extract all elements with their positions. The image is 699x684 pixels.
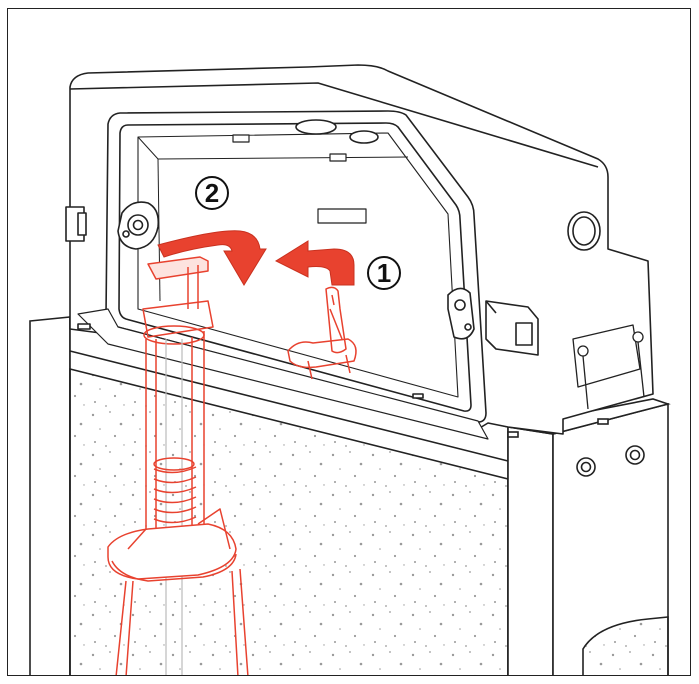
valve-flange [107,523,237,580]
valve-body [115,568,249,675]
port-right [349,130,379,144]
installation-diagram: 2 1 [29,64,671,675]
step-2-label: 2 [205,178,219,208]
right-panel-face [507,426,554,675]
step-1-badge: 1 [367,256,401,290]
cavity-top-edge [69,350,509,462]
left-panel [29,316,71,675]
step-2-badge: 2 [195,176,229,210]
left-fastener [117,201,160,250]
gravel-fill [69,367,509,675]
riser-tube [145,331,205,529]
right-clamp [485,300,539,356]
housing-top-edge [69,82,599,168]
gravel-corner [582,616,669,675]
right-hanger [572,324,645,410]
curved-arrow-left-icon [274,240,355,286]
valve-clip [325,286,347,354]
step-1-label: 1 [377,258,391,288]
flush-valve [107,256,357,675]
right-fastener [447,287,475,340]
interior-bracket [317,208,367,224]
port-left [295,119,337,135]
bottom-ledge [77,308,489,440]
illustration-frame: 2 1 [7,8,691,676]
curved-arrow-down-icon [157,230,267,286]
